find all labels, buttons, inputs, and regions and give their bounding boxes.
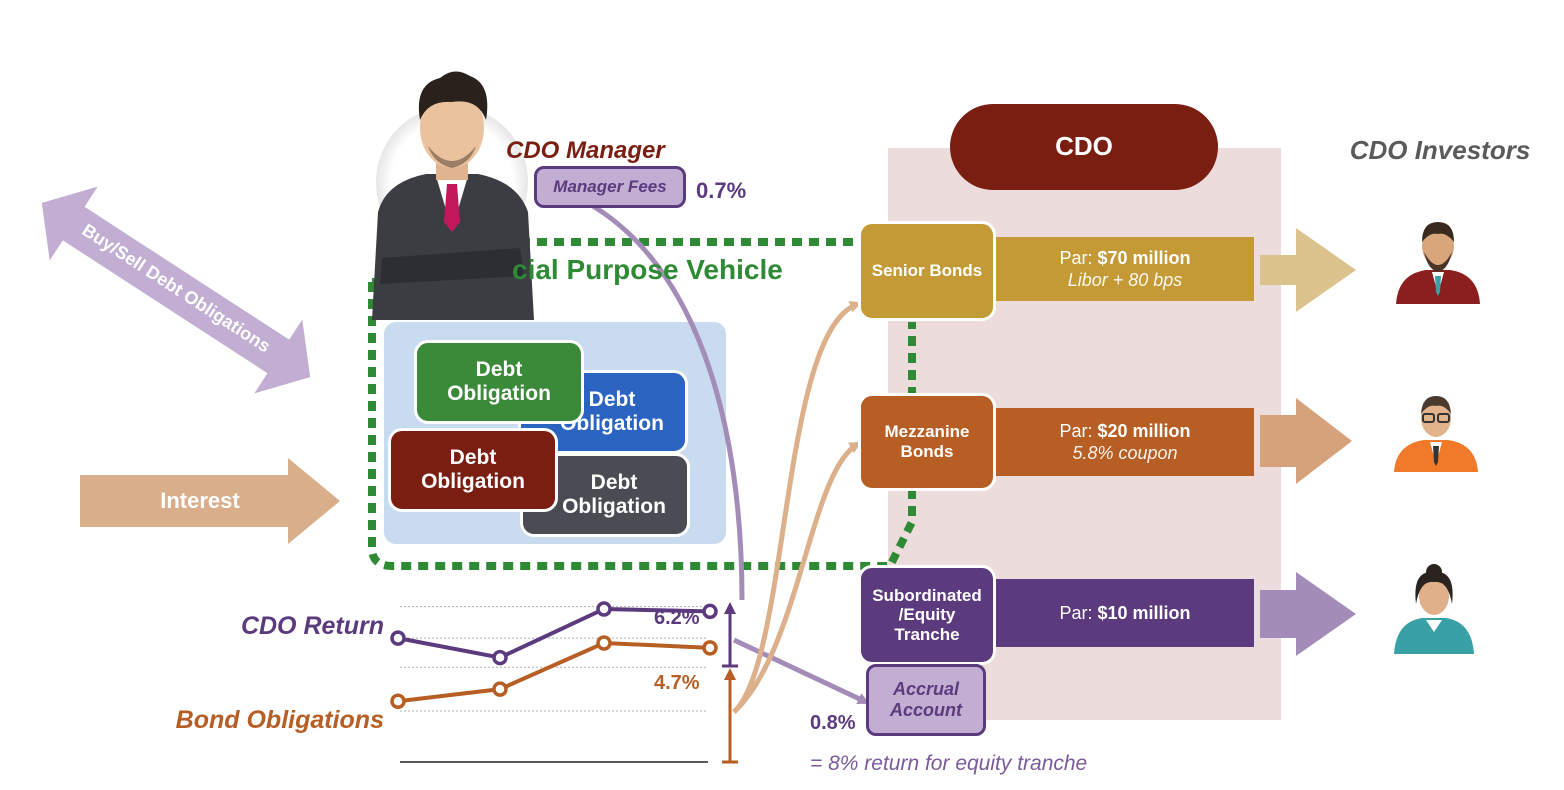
cdo-title: CDO [950,104,1218,190]
bond-obligations-label: Bond Obligations [175,706,384,734]
cdo-title-text: CDO [1055,131,1113,162]
equity-investor-person-icon [1394,564,1474,654]
interest-label: Interest [160,488,240,513]
data-point [702,640,718,656]
senior-investor-person-icon [1396,222,1480,304]
accrual-account-box: Accrual Account [866,664,986,736]
senior-par-bar: Par: $70 million Libor + 80 bps [996,237,1254,301]
debt-obligation-green: Debt Obligation [414,340,584,424]
bond-obligations-end-label: 4.7% [654,672,700,694]
return-chart [390,601,718,763]
mezzanine-investor-person-icon [1394,396,1478,472]
mezzanine-bonds-box: Mezzanine Bonds [858,393,996,491]
investors-title: CDO Investors [1349,135,1531,165]
accrual-flow-line [732,637,870,705]
return-brackets [722,602,738,764]
spv-label: cial Purpose Vehicle [512,254,783,285]
mezzanine-flow-line [732,441,862,714]
equity-par-bar: Par: $10 million [996,579,1254,647]
accrual-pct: 0.8% [810,712,856,734]
data-point [702,603,718,620]
equity-investor-arrow [1260,572,1356,656]
data-point [492,649,508,666]
cdo-manager-person-icon [372,71,534,320]
cdo-return-label: CDO Return [240,612,384,640]
cdo-manager-title: CDO Manager [506,137,665,164]
senior-investor-arrow [1260,228,1356,312]
senior-flow-line [732,300,862,714]
fees-flow-line [562,189,745,601]
debt-obligation-red: Debt Obligation [388,428,558,512]
data-point [596,601,612,617]
manager-fees-box: Manager Fees [534,166,686,208]
mezzanine-par-bar: Par: $20 million 5.8% coupon [996,408,1254,476]
interest-arrow [80,458,340,544]
data-point [492,681,508,697]
data-point [390,630,406,646]
series-line-cdo-return [397,606,711,660]
buy-sell-arrow [41,186,311,394]
data-point [596,635,612,651]
equity-tranche-box: Subordinated /Equity Tranche [858,565,996,665]
senior-bonds-box: Senior Bonds [858,221,996,321]
series-line-bond-obligations [397,640,711,704]
accrual-note: = 8% return for equity tranche [810,752,1088,775]
cdo-return-end-label: 6.2% [654,607,700,629]
manager-fees-pct: 0.7% [696,178,747,203]
mezzanine-investor-arrow [1260,398,1352,484]
data-point [390,693,406,710]
